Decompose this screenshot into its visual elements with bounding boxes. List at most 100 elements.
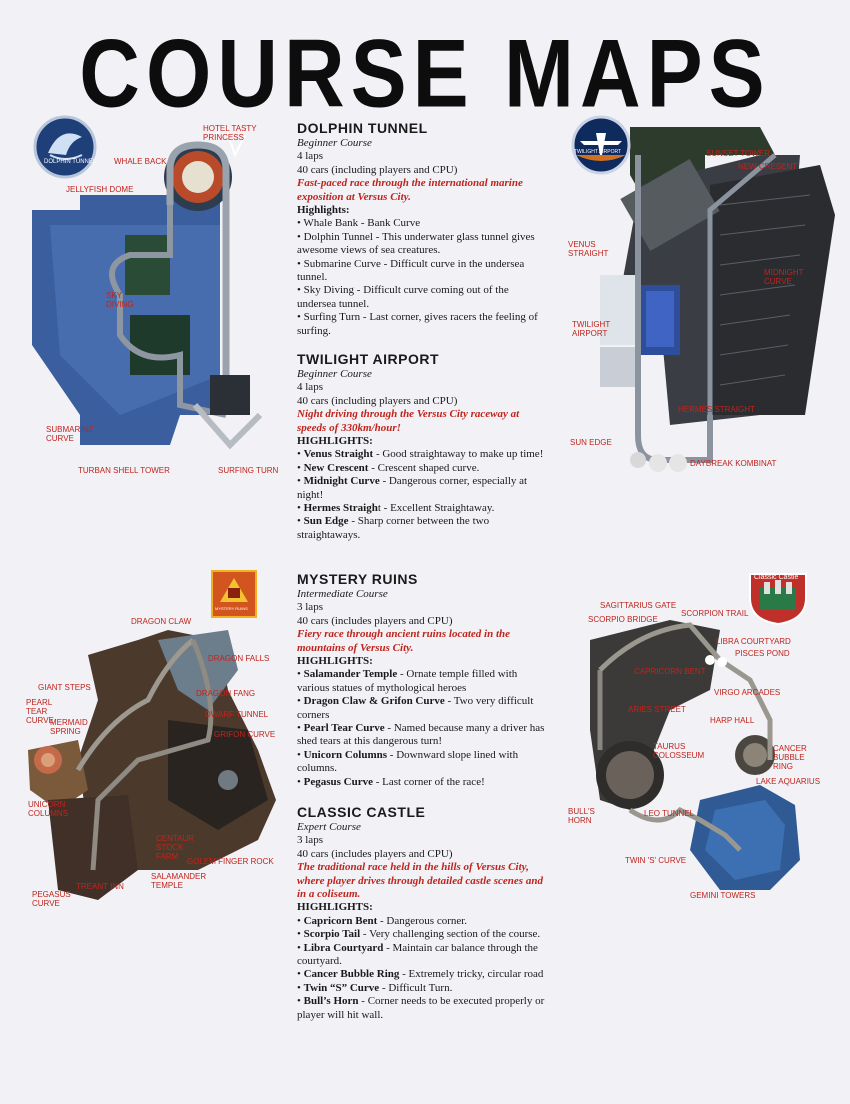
mystery-ruins-map: MYSTERY RUINS DRAGON CLAW DRAGON FALLS G… (18, 570, 288, 910)
course-level: Intermediate Course (297, 588, 388, 600)
highlight-item: Pegasus Curve - Last corner of the race! (297, 776, 547, 789)
course-laps: 4 laps (297, 150, 323, 163)
course-laps: 3 laps (297, 834, 323, 847)
dolphin-tunnel-map: DOLPHIN TUNNEL HOTEL TASTY PRINCESS WHAL… (20, 115, 292, 480)
course-tagline: Night driving through the Versus City ra… (297, 408, 520, 434)
map-label: PEGASUS CURVE (32, 890, 71, 908)
course-cars: 40 cars (including players and CPU) (297, 394, 458, 407)
course-tagline: Fast-paced race through the internationa… (297, 177, 523, 203)
highlight-item: Libra Courtyard - Maintain car balance t… (297, 942, 547, 969)
map-label: SCORPIO BRIDGE (588, 615, 658, 624)
map-label: VIRGO ARCADES (714, 688, 781, 697)
map-label: VENUS STRAIGHT (568, 240, 609, 258)
map-label: JELLYFISH DOME (66, 185, 134, 194)
highlights-title: Highlights: (297, 204, 350, 217)
highlights-title: HIGHLIGHTS: (297, 901, 373, 914)
map-label: DAYBREAK KOMBINAT (690, 459, 777, 468)
highlight-item: Pearl Tear Curve - Named because many a … (297, 722, 547, 749)
twilight-airport-logo-text: TWILIGHT AIRPORT (574, 149, 622, 155)
highlights-list: Venus Straight - Good straightaway to ma… (297, 448, 547, 542)
classic-castle-map: Classic Castle SAGITTARIUS GATE SCORPION… (560, 570, 845, 905)
map-label: HOTEL TASTY PRINCESS (203, 124, 257, 142)
course-level: Expert Course (297, 821, 361, 833)
twilight-airport-description: TWILIGHT AIRPORT Beginner Course 4 laps … (297, 351, 547, 542)
course-tagline: The traditional race held in the hills o… (297, 861, 543, 901)
map-label: GRIFON CURVE (214, 730, 276, 739)
map-label: UNICORN COLUMNS (28, 800, 69, 818)
map-label: DRAGON CLAW (131, 617, 192, 626)
highlight-item: New Crescent - Crescent shaped curve. (297, 462, 547, 475)
highlight-item: Venus Straight - Good straightaway to ma… (297, 448, 547, 461)
course-title: MYSTERY RUINS (297, 571, 418, 587)
twilight-airport-logo: TWILIGHT AIRPORT (566, 115, 636, 175)
highlight-item: Bull’s Horn - Corner needs to be execute… (297, 995, 547, 1022)
map-label: LAKE AQUARIUS (756, 777, 821, 786)
course-laps: 3 laps (297, 601, 323, 614)
highlights-title: HIGHLIGHTS: (297, 435, 373, 448)
highlight-item: Hermes Straight - Excellent Straightaway… (297, 502, 547, 515)
map-label: DWARF TUNNEL (205, 710, 269, 719)
course-title: TWILIGHT AIRPORT (297, 351, 440, 367)
highlight-item: Surfing Turn - Last corner, gives racers… (297, 311, 547, 338)
map-label: DRAGON FANG (196, 689, 256, 698)
course-level: Beginner Course (297, 368, 372, 380)
map-label: TURBAN SHELL TOWER (78, 466, 170, 475)
highlight-item: Submarine Curve - Difficult curve in the… (297, 258, 547, 285)
classic-castle-logo: Classic Castle (746, 570, 810, 626)
map-label: WHALE BACK (114, 157, 167, 166)
course-tagline: Fiery race through ancient ruins located… (297, 628, 510, 654)
highlight-item: Scorpio Tail - Very challenging section … (297, 928, 547, 941)
map-label: MERMAID SPRING (50, 718, 88, 736)
map-label: SCORPION TRAIL (681, 609, 749, 618)
map-label: TREANT INN (76, 882, 124, 891)
highlight-item: Unicorn Columns - Downward slope lined w… (297, 749, 547, 776)
map-label: SUNSET TOWER (706, 149, 771, 158)
map-label: GEMINI TOWERS (690, 891, 756, 900)
map-label: LEO TUNNEL (644, 809, 695, 818)
map-label: CENTAUR STOCK FARM (156, 834, 195, 861)
highlight-item: Dragon Claw & Grifon Curve - Two very di… (297, 695, 547, 722)
classic-castle-description: CLASSIC CASTLE Expert Course 3 laps 40 c… (297, 804, 547, 1022)
map-label: SUBMARINE CURVE (46, 425, 94, 443)
map-label: HARP HALL (710, 716, 755, 725)
map-label: TWILIGHT AIRPORT (572, 320, 611, 338)
highlights-title: HIGHLIGHTS: (297, 655, 373, 668)
course-cars: 40 cars (including players and CPU) (297, 163, 458, 176)
map-label: SALAMANDER TEMPLE (151, 872, 207, 890)
map-label: CANCER BUBBLE RING (773, 744, 807, 771)
map-label: MIDNIGHT CURVE (764, 268, 804, 286)
map-label: PISCES POND (735, 649, 790, 658)
mystery-ruins-logo: MYSTERY RUINS (211, 570, 257, 618)
highlight-item: Sun Edge - Sharp corner between the two … (297, 515, 547, 542)
course-cars: 40 cars (includes players and CPU) (297, 614, 453, 627)
map-label: PEARL TEAR CURVE (26, 698, 54, 725)
highlight-item: Twin “S” Curve - Difficult Turn. (297, 982, 547, 995)
highlight-item: Sky Diving - Difficult curve coming out … (297, 284, 547, 311)
map-label: ARIES STREET (628, 705, 686, 714)
map-label: HERMES STRAIGHT (678, 405, 755, 414)
highlight-item: Dolphin Tunnel - This underwater glass t… (297, 231, 547, 258)
map-label: NEW CRESENT (738, 162, 798, 171)
course-level: Beginner Course (297, 137, 372, 149)
map-label: LIBRA COURTYARD (716, 637, 791, 646)
course-title: DOLPHIN TUNNEL (297, 120, 428, 136)
course-laps: 4 laps (297, 381, 323, 394)
dolphin-tunnel-description: DOLPHIN TUNNEL Beginner Course 4 laps 40… (297, 120, 547, 338)
map-label: GOLEM FINGER ROCK (187, 857, 274, 866)
highlight-item: Midnight Curve - Dangerous corner, espec… (297, 475, 547, 502)
mystery-ruins-logo-text: MYSTERY RUINS (215, 606, 248, 611)
highlights-list: Salamander Temple - Ornate temple filled… (297, 668, 547, 789)
dolphin-tunnel-logo-text: DOLPHIN TUNNEL (44, 159, 97, 165)
map-label: SKY DIVING (106, 291, 134, 309)
twilight-airport-map: TWILIGHT AIRPORT SUNSET TOWER NEW CRESEN… (560, 115, 845, 475)
map-label: SURFING TURN (218, 466, 279, 475)
map-label: SAGITTARIUS GATE (600, 601, 677, 610)
highlight-item: Salamander Temple - Ornate temple filled… (297, 668, 547, 695)
highlights-list: Capricorn Bent - Dangerous corner. Scorp… (297, 915, 547, 1022)
map-label: GIANT STEPS (38, 683, 91, 692)
map-label: BULL'S HORN (568, 807, 595, 825)
course-title: CLASSIC CASTLE (297, 804, 426, 820)
map-label: TAURUS COLOSSEUM (653, 742, 705, 760)
highlight-item: Capricorn Bent - Dangerous corner. (297, 915, 547, 928)
map-label: TWIN 'S' CURVE (625, 856, 687, 865)
